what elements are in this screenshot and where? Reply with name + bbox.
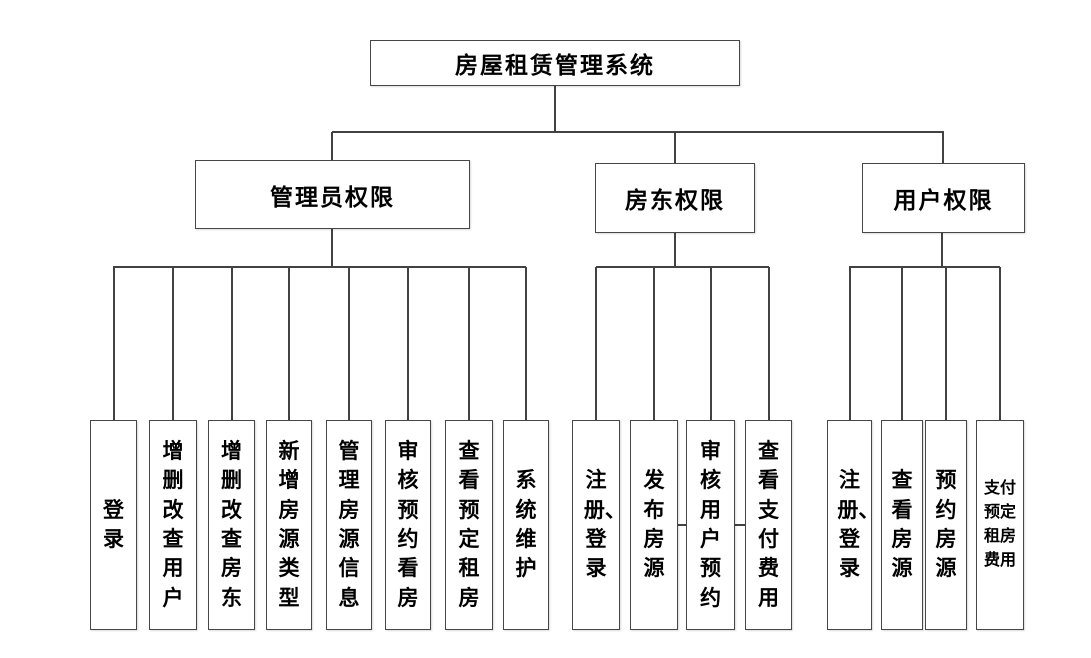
- leaf-node-publish-house-label: 发布房源: [643, 469, 665, 581]
- leaf-node-reserve-house-label: 预约房源: [935, 469, 957, 581]
- leaf-node-system-maintenance: 系统维护: [503, 420, 549, 630]
- leaf-node-view-reserved-rentals-label: 查看预定租房: [458, 439, 480, 610]
- leaf-node-login: 登录: [90, 420, 137, 630]
- leaf-node-publish-house: 发布房源: [630, 420, 678, 630]
- connector-line: [674, 132, 676, 164]
- admin-branch-node: 管理员权限: [195, 160, 470, 229]
- leaf-node-manage-house-info-label: 管理房源信息: [338, 439, 360, 610]
- leaf-node-register-login: 注册、登录: [572, 420, 626, 630]
- connector-line: [331, 132, 333, 161]
- leaf-node-register-login-label: 注册、登录: [837, 469, 880, 581]
- leaf-node-add-house-type-label: 新增房源类型: [278, 439, 300, 610]
- leaf-node-view-houses-label: 查看房源: [891, 469, 913, 581]
- leaf-node-review-user-appointments: 审核用户预约: [686, 420, 735, 630]
- connector-line: [331, 131, 945, 133]
- leaf-node-crud-users-label: 增删改查用户: [162, 439, 184, 610]
- connector-line: [348, 267, 350, 422]
- leaf-node-add-house-type: 新增房源类型: [266, 420, 312, 630]
- root-node-label: 房屋租赁管理系统: [455, 52, 655, 78]
- leaf-node-review-viewing-appointments-label: 审核预约看房: [397, 439, 419, 610]
- landlord-branch-node: 房东权限: [595, 163, 755, 233]
- leaf-node-system-maintenance-label: 系统维护: [515, 469, 537, 581]
- connector-line: [331, 229, 333, 268]
- landlord-branch-node-label: 房东权限: [625, 187, 725, 213]
- leaf-node-login-label: 登录: [102, 498, 124, 551]
- connector-line: [554, 86, 556, 133]
- leaf-node-manage-house-info: 管理房源信息: [326, 420, 372, 630]
- connector-line: [768, 267, 770, 422]
- leaf-node-register-login-label: 注册、登录: [583, 469, 626, 581]
- connector-line: [468, 267, 470, 422]
- leaf-node-view-payment-fees-label: 查看支付费用: [757, 439, 779, 610]
- connector-line: [901, 267, 903, 422]
- connector-line: [525, 267, 527, 422]
- leaf-node-crud-landlords-label: 增删改查房东: [220, 439, 242, 610]
- leaf-node-view-reserved-rentals: 查看预定租房: [445, 420, 493, 630]
- connector-line: [674, 233, 676, 268]
- connector-line: [595, 266, 770, 268]
- leaf-node-pay-reservation-rent: 支付预定租房费用: [976, 420, 1024, 630]
- leaf-node-register-login: 注册、登录: [827, 420, 880, 630]
- user-branch-node-label: 用户权限: [893, 187, 994, 213]
- leaf-node-review-user-appointments-label: 审核用户预约: [699, 439, 721, 610]
- leaf-node-crud-users: 增删改查用户: [149, 420, 197, 630]
- connector-line: [288, 267, 290, 422]
- connector-line: [113, 267, 115, 422]
- connector-line: [112, 266, 527, 268]
- leaf-node-view-houses: 查看房源: [881, 420, 923, 630]
- connector-line: [407, 267, 409, 422]
- leaf-node-pay-reservation-rent-label: 支付预定租房费用: [983, 480, 1016, 569]
- leaf-node-crud-landlords: 增删改查房东: [208, 420, 255, 630]
- connector-line: [941, 233, 943, 268]
- admin-branch-node-label: 管理员权限: [270, 183, 395, 210]
- connector-line: [999, 267, 1001, 422]
- connector-line: [172, 267, 174, 422]
- connector-line: [710, 267, 712, 422]
- user-branch-node: 用户权限: [862, 163, 1025, 233]
- connector-line: [595, 267, 597, 422]
- leaf-node-review-viewing-appointments: 审核预约看房: [385, 420, 431, 630]
- leaf-node-view-payment-fees: 查看支付费用: [745, 420, 792, 630]
- connector-line: [945, 267, 947, 422]
- connector-line: [231, 267, 233, 422]
- connector-line: [653, 267, 655, 422]
- connector-line: [849, 267, 851, 422]
- connector-line: [942, 132, 944, 164]
- connector-line: [677, 524, 688, 526]
- connector-line: [848, 266, 1001, 268]
- leaf-node-reserve-house: 预约房源: [925, 420, 967, 630]
- root-node: 房屋租赁管理系统: [370, 40, 740, 86]
- connector-line: [734, 524, 747, 526]
